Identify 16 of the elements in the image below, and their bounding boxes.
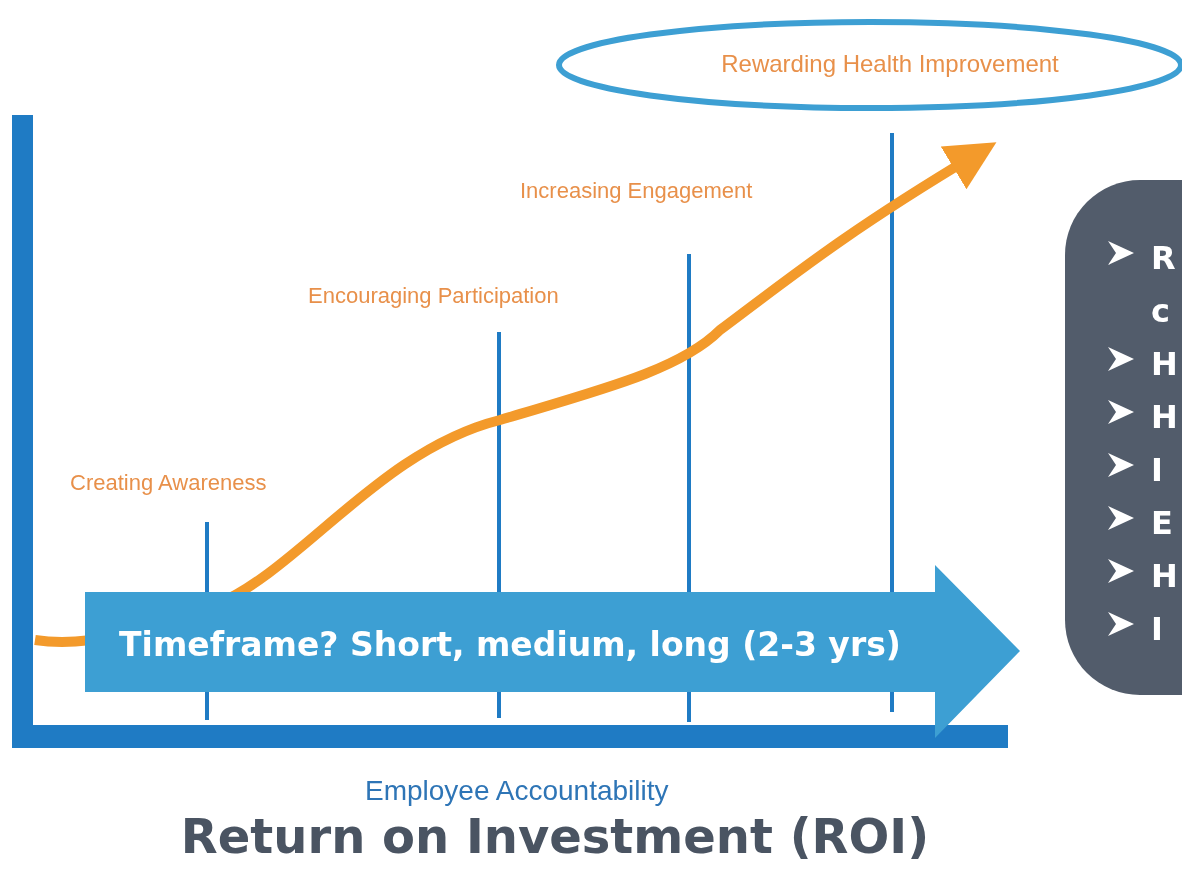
stage-label: Encouraging Participation [308, 283, 559, 309]
bullet-text: H [1151, 397, 1177, 438]
axis-title: Employee Accountability [365, 775, 669, 807]
arrow-label: Timeframe? Short, medium, long (2-3 yrs) [118, 625, 902, 664]
bullet-text: I [1151, 609, 1164, 650]
goal-label: Rewarding Health Improvement [720, 50, 1060, 78]
bullet-text: H [1151, 344, 1177, 385]
bullet-text: R c [1151, 238, 1177, 332]
bullet-text: H [1151, 556, 1177, 597]
bullet-text: E [1151, 503, 1174, 544]
benefits-panel [1065, 180, 1182, 695]
chart-title: Return on Investment (ROI) [179, 808, 931, 864]
timeframe-arrow [85, 565, 1020, 738]
bullet-text: I [1151, 450, 1164, 491]
stage-label: Increasing Engagement [520, 178, 753, 204]
stage-label: Creating Awareness [70, 470, 267, 496]
